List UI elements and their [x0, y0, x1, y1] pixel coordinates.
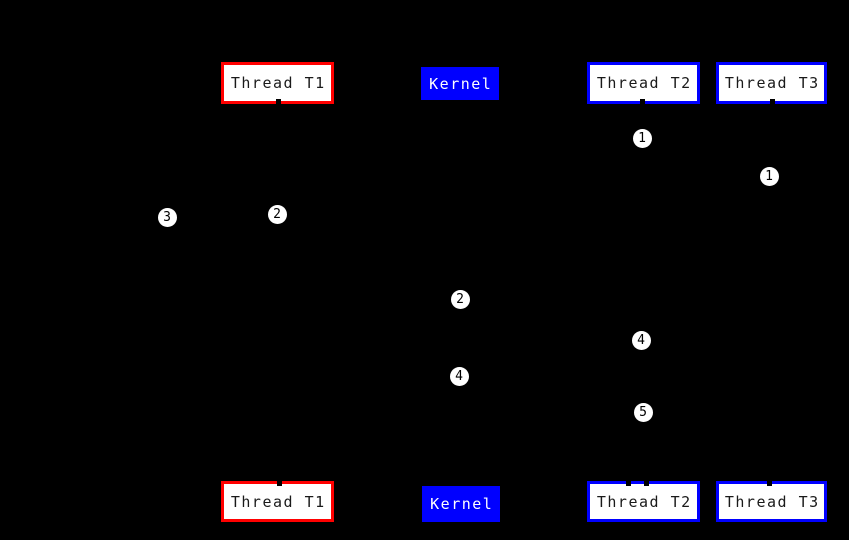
actor-label: Thread T3: [724, 492, 820, 511]
step-marker-label: 1: [638, 130, 646, 146]
step-marker-4: 4: [449, 366, 469, 386]
step-marker-label: 1: [765, 168, 773, 184]
step-marker-5: 5: [633, 402, 653, 422]
step-marker-label: 3: [163, 209, 171, 225]
edge-stub: [626, 480, 631, 486]
step-marker-label: 5: [639, 404, 647, 420]
edge-stub: [644, 480, 649, 486]
edge-stub: [770, 99, 775, 105]
edge-stub: [277, 480, 282, 486]
actor-label: Thread T2: [596, 74, 692, 92]
actor-label: Thread T1: [230, 74, 326, 92]
actor-box-kernel-top: Kernel: [421, 67, 499, 100]
actor-box-thread-t1-top: Thread T1: [221, 62, 334, 104]
actor-label: Thread T3: [724, 74, 820, 92]
actor-box-thread-t3-top: Thread T3: [716, 62, 827, 104]
actor-box-kernel-bottom: Kernel: [422, 486, 500, 522]
step-marker-1: 1: [759, 166, 779, 186]
step-marker-2: 2: [450, 289, 470, 309]
step-marker-label: 2: [273, 206, 281, 222]
step-marker-1: 1: [632, 128, 652, 148]
edge-stub: [767, 480, 772, 486]
edge-stub: [276, 99, 281, 105]
step-marker-2: 2: [267, 204, 287, 224]
actor-label: Thread T2: [596, 492, 692, 511]
step-marker-4: 4: [631, 330, 651, 350]
step-marker-label: 4: [637, 332, 645, 348]
actor-label: Thread T1: [230, 492, 326, 511]
actor-label: Kernel: [429, 74, 493, 93]
edge-stub: [640, 99, 645, 105]
step-marker-label: 2: [456, 291, 464, 307]
actor-box-thread-t2-top: Thread T2: [587, 62, 700, 104]
step-marker-label: 4: [455, 368, 463, 384]
actor-box-thread-t2-bottom: Thread T2: [587, 481, 700, 522]
step-marker-3: 3: [157, 207, 177, 227]
actor-label: Kernel: [430, 495, 494, 513]
actor-box-thread-t1-bottom: Thread T1: [221, 481, 334, 522]
actor-box-thread-t3-bottom: Thread T3: [716, 481, 827, 522]
